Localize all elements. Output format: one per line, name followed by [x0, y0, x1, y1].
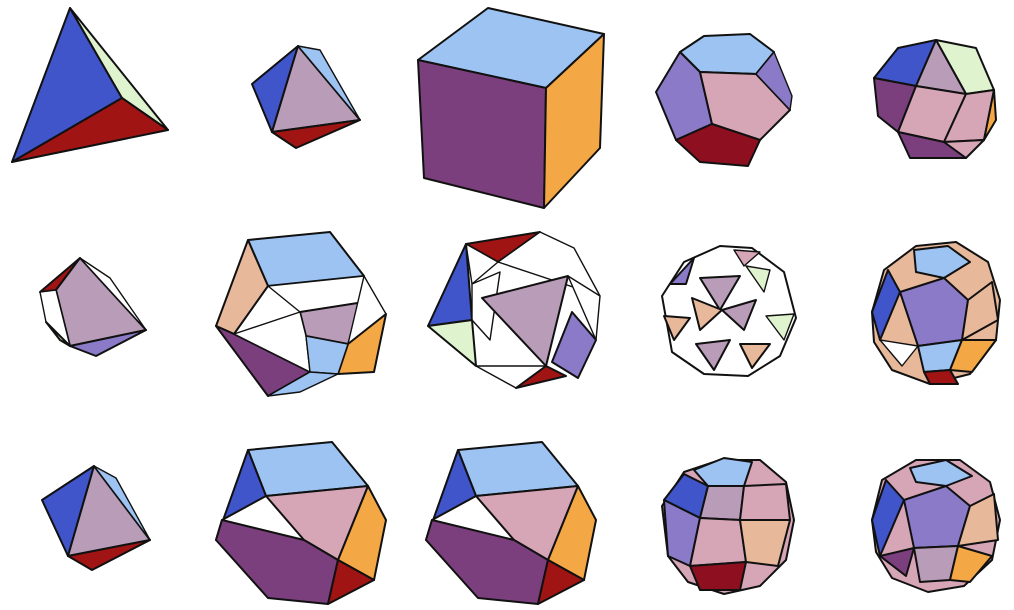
- polyhedron-face: [700, 486, 744, 520]
- polyhedron-face: [428, 244, 472, 326]
- polyhedron-face: [690, 518, 746, 566]
- octahedron-r3c1: [42, 466, 150, 570]
- octahedron-facets-r2c1: [40, 258, 146, 356]
- icosidodecahedron-r2c4: [662, 246, 796, 376]
- rhombicosidodecahedron-r2c5: [872, 242, 1000, 384]
- octahedron-r1c2: [252, 46, 360, 148]
- cube-r1c3: [418, 8, 604, 208]
- snub-polyhedron-r3c5: [872, 460, 1000, 592]
- pentakis-polyhedron-r3c4: [662, 458, 794, 594]
- truncated-cube-r2c2: [216, 232, 386, 396]
- dodecahedron-r1c4: [656, 34, 792, 166]
- tetrahedron-r1c1: [12, 8, 168, 162]
- icosahedron-r1c5: [874, 40, 996, 158]
- polyhedron-face: [428, 320, 476, 366]
- cuboctahedron-r2c3: [428, 232, 600, 388]
- rhombic-polyhedron-r3c3: [426, 442, 596, 604]
- polyhedron-face: [690, 562, 746, 590]
- polyhedron-face: [740, 484, 790, 520]
- rhombic-polyhedron-r3c2: [216, 442, 386, 604]
